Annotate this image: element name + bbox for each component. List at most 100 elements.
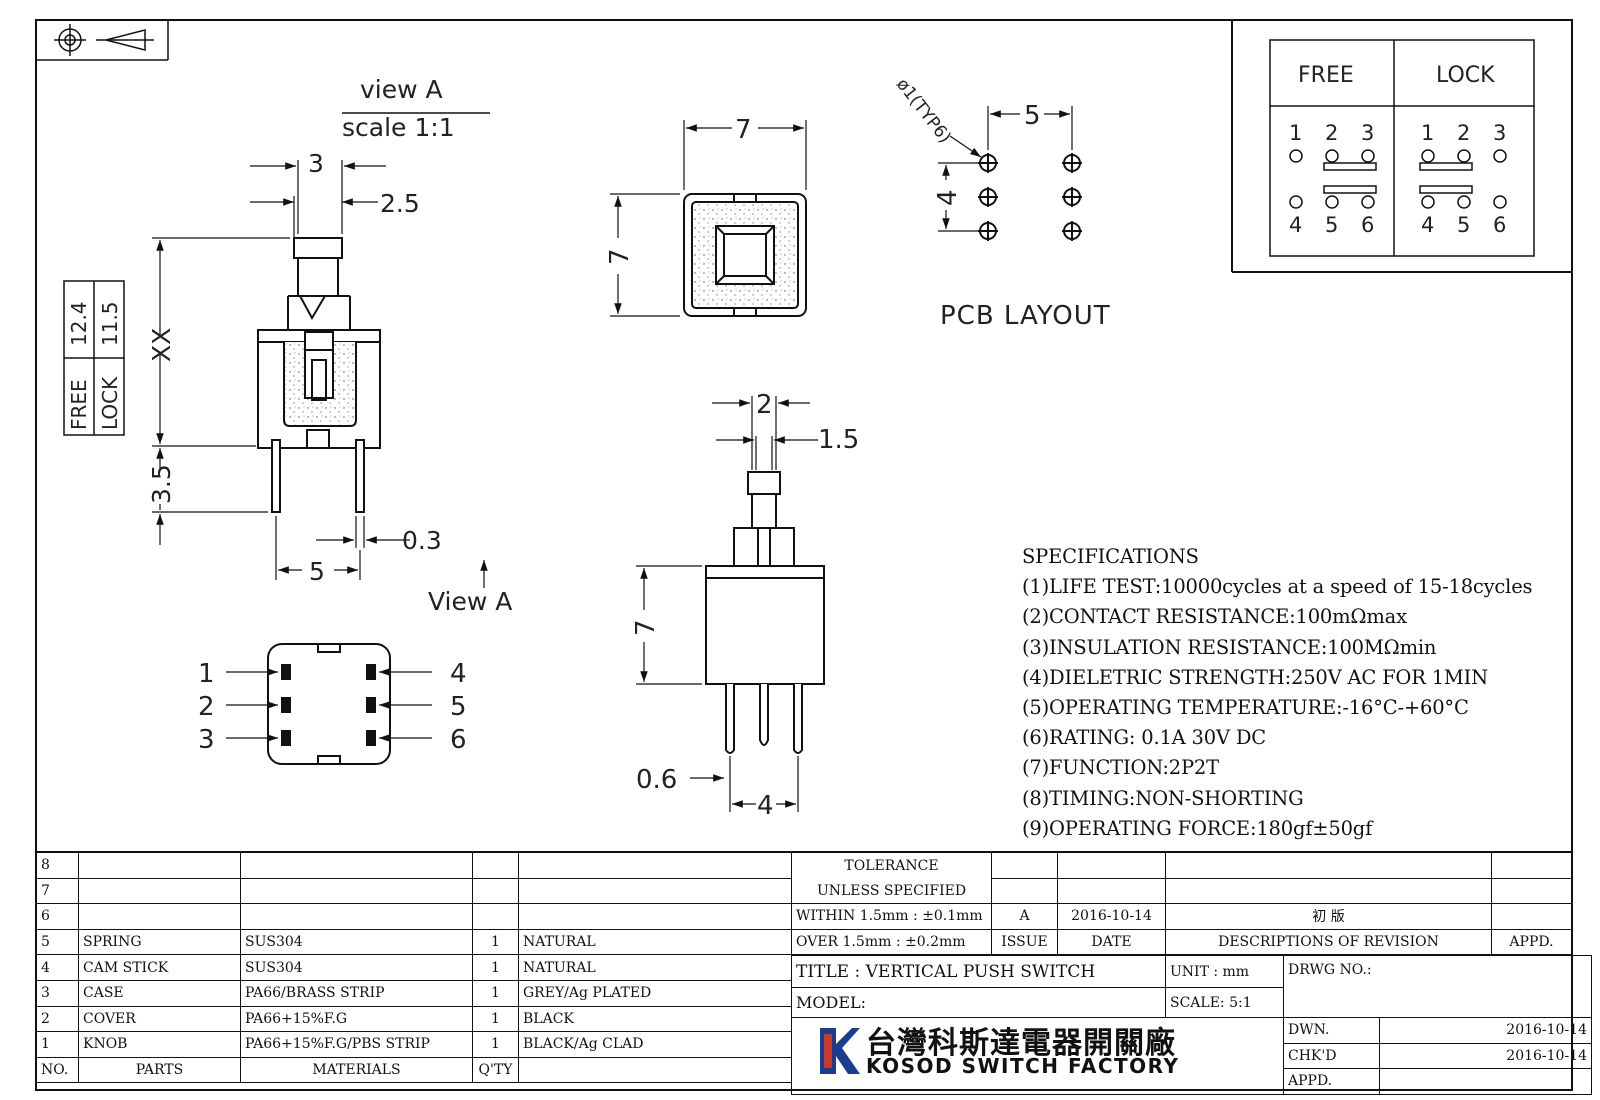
spec-item: (1)LIFE TEST:10000cycles at a speed of 1…	[1022, 575, 1533, 599]
revision-table: TOLERANCE UNLESS SPECIFIED WITHIN 1.5mm …	[791, 852, 1572, 956]
drawing-unit: UNIT : mm	[1165, 955, 1284, 988]
free-pin-label: 2	[1325, 121, 1338, 145]
table-row: 6	[36, 903, 792, 930]
tolerance-line: OVER 1.5mm : ±0.2mm	[791, 928, 992, 956]
part-material	[240, 877, 473, 905]
lock-pin-label: 4	[1421, 213, 1434, 237]
stroke-lock-label: LOCK	[98, 376, 122, 430]
dwn-label: DWN.	[1283, 1017, 1380, 1044]
dim-7-front: 7	[631, 619, 661, 636]
part-name	[78, 903, 241, 930]
header-descriptions: DESCRIPTIONS OF REVISION	[1165, 928, 1492, 956]
tolerance-line: WITHIN 1.5mm : ±0.1mm	[791, 903, 992, 930]
table-row: DWN.2016-10-14	[791, 1017, 1592, 1095]
dim-3: 3	[308, 149, 324, 178]
pcb-dimensions	[938, 106, 1073, 232]
part-finish	[518, 903, 792, 930]
dim-2-5: 2.5	[380, 189, 420, 218]
tolerance-line: TOLERANCE	[791, 852, 992, 879]
state-box	[1231, 20, 1572, 273]
header-appd: APPD.	[1491, 928, 1572, 956]
pcb-dim-5: 5	[1024, 101, 1041, 131]
projection-symbol-icon	[36, 20, 169, 61]
dim-2: 2	[756, 390, 773, 420]
drawing-title: TITLE : VERTICAL PUSH SWITCH	[791, 955, 1166, 988]
free-pin-label: 5	[1325, 213, 1338, 237]
state-free-header: FREE	[1298, 63, 1354, 88]
part-qty	[472, 903, 519, 930]
state-lock-header: LOCK	[1436, 63, 1495, 88]
part-finish: GREY/Ag PLATED	[518, 979, 792, 1007]
company-logo-icon	[820, 1028, 860, 1074]
front-view-dimensions	[636, 396, 818, 812]
part-name: KNOB	[78, 1031, 241, 1058]
pin-label: 4	[450, 659, 467, 689]
tolerance-line: UNLESS SPECIFIED	[791, 878, 992, 905]
table-row: APPD.	[792, 1068, 1592, 1095]
view-a-scale: scale 1:1	[342, 113, 455, 142]
top-view-dimensions	[610, 120, 807, 317]
part-finish: BLACK	[518, 1005, 792, 1033]
spec-item: (5)OPERATING TEMPERATURE:-16°C-+60°C	[1022, 696, 1469, 720]
header-issue: ISSUE	[991, 928, 1058, 956]
spec-item: (4)DIELETRIC STRENGTH:250V AC FOR 1MIN	[1022, 665, 1489, 689]
part-material: PA66/BRASS STRIP	[240, 979, 473, 1007]
part-qty: 1	[472, 954, 519, 981]
table-row: MODEL:SCALE: 5:1	[791, 987, 1592, 1018]
part-material: SUS304	[240, 954, 473, 981]
header-materials: MATERIALS	[240, 1056, 473, 1084]
pin-label: 5	[450, 692, 467, 722]
part-finish	[518, 877, 792, 905]
pin-label: 3	[198, 725, 215, 755]
part-qty: 1	[472, 979, 519, 1007]
dim-3-5: 3.5	[147, 464, 176, 504]
part-no: 2	[36, 1005, 79, 1033]
specifications-title: SPECIFICATIONS	[1022, 545, 1199, 568]
part-qty	[472, 852, 519, 879]
lock-pin-label: 1	[1421, 121, 1434, 145]
appd-label: APPD.	[1283, 1068, 1380, 1095]
part-finish: NATURAL	[518, 954, 792, 981]
part-no: 4	[36, 954, 79, 981]
top-view	[683, 193, 807, 317]
lock-pin-label: 6	[1493, 213, 1506, 237]
drawing-model: MODEL:	[791, 987, 1166, 1018]
revision-description: 初 版	[1165, 903, 1492, 930]
part-name	[78, 877, 241, 905]
lock-pin-label: 2	[1457, 121, 1470, 145]
pin-leaders	[226, 668, 432, 742]
part-material: PA66+15%F.G/PBS STRIP	[240, 1031, 473, 1058]
free-pin-label: 3	[1361, 121, 1374, 145]
dim-5-side: 5	[309, 557, 325, 586]
header-finish	[518, 1056, 792, 1084]
dim-0-6: 0.6	[636, 765, 677, 795]
dim-xx: XX	[147, 328, 176, 362]
header-date: DATE	[1057, 928, 1166, 956]
company-logo: 台灣科斯達電器開關廠 KOSOD SWITCH FACTORY	[818, 1022, 1278, 1084]
spec-item: (2)CONTACT RESISTANCE:100mΩmax	[1022, 605, 1407, 629]
drawing-scale: SCALE: 5:1	[1165, 987, 1284, 1018]
pin-label: 1	[198, 659, 215, 689]
dim-7-top: 7	[735, 115, 752, 145]
view-a-title: view A	[360, 75, 443, 104]
table-row: TOLERANCE	[791, 852, 1572, 879]
part-material	[240, 903, 473, 930]
dim-0-3: 0.3	[402, 526, 442, 555]
dim-1-5: 1.5	[818, 425, 859, 455]
company-name-en: KOSOD SWITCH FACTORY	[866, 1054, 1180, 1078]
part-no: 1	[36, 1031, 79, 1058]
dwn-date: 2016-10-14	[1379, 1017, 1592, 1044]
pcb-layout-title: PCB LAYOUT	[940, 301, 1111, 331]
free-pin-label: 1	[1289, 121, 1302, 145]
drawing-number: DRWG NO.:	[1283, 955, 1592, 1018]
specifications: SPECIFICATIONS (1)LIFE TEST:10000cycles …	[1022, 542, 1582, 844]
spec-item: (6)RATING: 0.1A 30V DC	[1022, 726, 1266, 750]
company-name-cn: 台灣科斯達電器開關廠	[866, 1026, 1176, 1061]
bottom-view	[267, 643, 391, 765]
